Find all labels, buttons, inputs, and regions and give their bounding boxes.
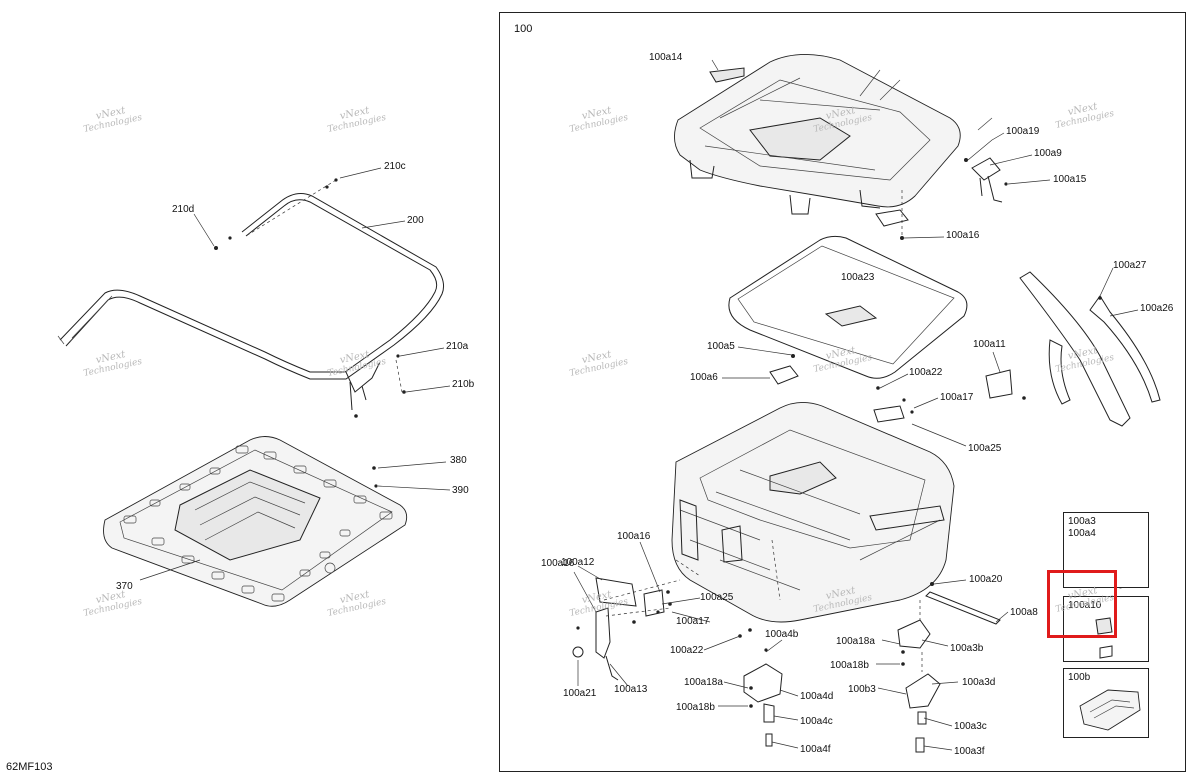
callout-210a: 210a	[446, 341, 469, 352]
callout-100a27: 100a27	[1113, 260, 1147, 271]
callout-100a15: 100a15	[1053, 174, 1087, 185]
inset-100a10-part	[1095, 617, 1113, 659]
callout-100a22-top: 100a22	[909, 367, 943, 378]
callout-210c: 210c	[384, 161, 406, 172]
hinge-parts	[769, 354, 1026, 423]
callout-100a16-left: 100a16	[541, 558, 575, 569]
callout-100a14: 100a14	[649, 52, 683, 63]
callout-100a18a-right: 100a18a	[836, 636, 875, 647]
callout-100a16-mid: 100a16	[617, 531, 651, 542]
callout-100a13: 100a13	[614, 684, 648, 695]
straps-100a26	[1019, 271, 1161, 427]
assembly-frame: 100	[499, 12, 1186, 772]
callout-100a17-mid: 100a17	[676, 616, 710, 627]
callout-100a18a-left: 100a18a	[684, 677, 723, 688]
callout-100a11: 100a11	[973, 339, 1006, 350]
storage-tub	[671, 402, 955, 623]
callout-100a19: 100a19	[1006, 126, 1040, 137]
callout-100a18b-left: 100a18b	[676, 702, 715, 713]
callout-100a4c: 100a4c	[800, 716, 833, 727]
callout-100a26: 100a26	[1140, 303, 1174, 314]
callout-100a22-mid: 100a22	[670, 645, 704, 656]
lid-seal-100a23	[728, 235, 968, 379]
callout-100a9: 100a9	[1034, 148, 1062, 159]
highlight-box	[1047, 570, 1117, 638]
callout-100a6: 100a6	[690, 372, 718, 383]
callout-100a4d: 100a4d	[800, 691, 834, 702]
inset-box-100a10: 100a10	[1063, 596, 1149, 662]
callout-380: 380	[450, 455, 467, 466]
callout-210b: 210b	[452, 379, 475, 390]
rail-frame-200	[57, 178, 444, 418]
inset-label-100b: 100b	[1068, 672, 1091, 683]
callout-100a25-mid: 100a25	[700, 592, 734, 603]
inset-100b-part	[1079, 689, 1141, 731]
callout-100a3c: 100a3c	[954, 721, 987, 732]
assembly-label: 100	[514, 23, 533, 35]
leader-lines	[139, 59, 1139, 751]
callout-100a4b: 100a4b	[765, 629, 799, 640]
callout-100a17-top: 100a17	[940, 392, 974, 403]
inset-label-100a10: 100a10	[1068, 600, 1102, 611]
callout-100a3f: 100a3f	[954, 746, 985, 757]
callout-100a16-top: 100a16	[946, 230, 980, 241]
latch-parts-bottom	[743, 582, 1001, 753]
callout-370: 370	[116, 581, 133, 592]
callout-100a3b: 100a3b	[950, 643, 984, 654]
callout-100a20: 100a20	[969, 574, 1003, 585]
inset-box-100b: 100b	[1063, 668, 1149, 738]
base-tray-370	[103, 436, 408, 607]
callout-100a21: 100a21	[563, 688, 597, 699]
callout-100a8: 100a8	[1010, 607, 1038, 618]
callout-100a12: 100a12	[561, 557, 595, 568]
document-code: 62MF103	[6, 761, 53, 773]
callout-210d: 210d	[172, 204, 195, 215]
callout-100a23: 100a23	[841, 272, 875, 283]
callout-100a5: 100a5	[707, 341, 735, 352]
callout-100a18b-right: 100a18b	[830, 660, 869, 671]
callout-100a3d: 100a3d	[962, 677, 996, 688]
lid-assembly	[674, 54, 1008, 240]
callout-100b3: 100b3	[848, 684, 876, 695]
callout-200: 200	[407, 215, 424, 226]
callout-100a4f: 100a4f	[800, 744, 831, 755]
callout-100a25-top: 100a25	[968, 443, 1002, 454]
callout-390: 390	[452, 485, 469, 496]
